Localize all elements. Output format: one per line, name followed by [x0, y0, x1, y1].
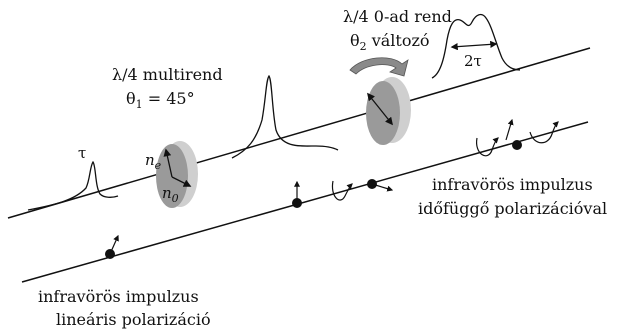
elliptical-rotation-icon-1 [331, 180, 353, 201]
right-label-line1: infravörös impulzus [432, 175, 593, 194]
plate2-axis-arrow [367, 92, 393, 126]
tau-label: τ [78, 144, 86, 162]
plate2-title: λ/4 0-ad rend [343, 7, 452, 26]
polarization-arrow-4 [505, 118, 514, 141]
stretched-pulse [231, 74, 339, 159]
n0-axis-arrow [171, 176, 192, 187]
waveplate-2 [366, 77, 411, 145]
polarization-arrow-3 [371, 183, 394, 192]
ne-axis-label: ne [145, 151, 162, 172]
plate1-title: λ/4 multirend [112, 65, 223, 84]
polarization-arrow-linear [109, 234, 119, 255]
elliptical-rotation-icon-3 [529, 121, 559, 144]
right-label-line2: időfüggő polarizációval [418, 199, 607, 218]
bottom-label-line2: lineáris polarizáció [56, 310, 211, 329]
double-pulse [431, 13, 521, 79]
two-tau-width-arrow [450, 40, 498, 51]
lower-beam-line [21, 121, 589, 283]
polarization-dot-4 [512, 140, 522, 150]
n0-axis-label: n0 [162, 184, 179, 205]
ne-axis-arrow [163, 148, 173, 178]
short-pulse [27, 160, 119, 211]
plate1-angle: θ1 = 45° [126, 89, 195, 111]
rotation-arrow-icon [349, 57, 409, 77]
two-tau-label: 2τ [464, 52, 482, 70]
bottom-label-line1: infravörös impulzus [38, 287, 199, 306]
elliptical-rotation-icon-2 [476, 137, 499, 157]
plate2-angle: θ2 változó [350, 31, 430, 53]
upper-beam-line [7, 47, 591, 219]
